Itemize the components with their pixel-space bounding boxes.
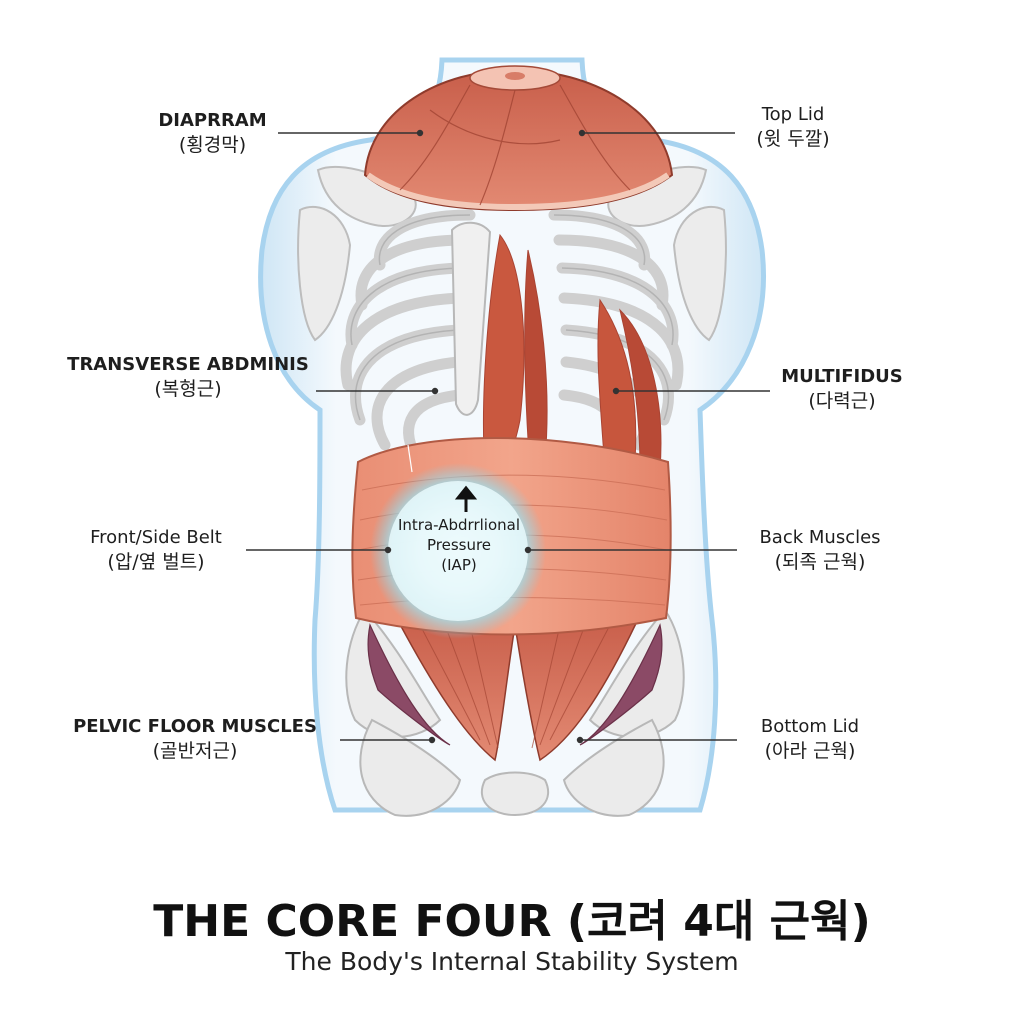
iap-line-3: (IAP) <box>441 556 477 574</box>
label-bottom-lid-en: Bottom Lid <box>760 716 860 737</box>
label-back-muscles-ko: (되족 근웍) <box>774 551 866 573</box>
label-front-side-belt: Front/Side Belt (압/옆 벌트) <box>70 525 242 575</box>
label-multifidus-en: MULTIFIDUS <box>781 366 903 387</box>
diaphragm-dome <box>363 65 674 212</box>
rib-outline <box>350 214 674 421</box>
label-multifidus-ko: (다력근) <box>808 390 876 412</box>
label-bottom-lid: Bottom Lid (아라 근웍) <box>740 714 880 764</box>
label-back-muscles: Back Muscles (되족 근웍) <box>740 525 900 575</box>
label-diaphragm-en: DIAPRRAM <box>158 110 267 131</box>
label-top-lid-ko: (윗 두깔) <box>756 128 830 150</box>
label-front-side-ko: (압/옆 벌트) <box>107 551 205 573</box>
label-multifidus: MULTIFIDUS (다력근) <box>772 364 912 414</box>
label-diaphragm-ko: (횡경막) <box>178 134 247 156</box>
leader-lines <box>246 129 770 744</box>
page-subtitle: The Body's Internal Stability System <box>285 947 739 976</box>
iap-line-1: Intra-Abdrrlional <box>397 516 520 534</box>
label-top-lid-en: Top Lid <box>761 104 825 125</box>
up-arrow-icon <box>454 485 478 512</box>
label-back-muscles-en: Back Muscles <box>759 527 881 548</box>
sternum <box>450 221 492 416</box>
shoulder-bones <box>297 165 727 342</box>
label-front-side-en: Front/Side Belt <box>90 527 222 548</box>
label-pelvic-en: PELVIC FLOOR MUSCLES <box>73 716 317 737</box>
label-transverse: TRANSVERSE ABDMINIS (복형근) <box>62 352 314 402</box>
label-pelvic-ko: (골반저근) <box>152 740 238 762</box>
label-top-lid: Top Lid (윗 두깔) <box>738 102 848 152</box>
iap-glow <box>370 463 546 639</box>
label-diaphragm: DIAPRRAM (횡경막) <box>150 108 275 158</box>
label-bottom-lid-ko: (아라 근웍) <box>764 740 856 762</box>
label-pelvic-floor: PELVIC FLOOR MUSCLES (골반저근) <box>62 714 328 764</box>
label-transverse-ko: (복형근) <box>154 378 222 400</box>
iap-line-2: Pressure <box>426 536 492 554</box>
label-transverse-en: TRANSVERSE ABDMINIS <box>67 354 309 375</box>
iap-label: Intra-Abdrrlional Pressure (IAP) <box>384 515 534 575</box>
page-title: THE CORE FOUR (코려 4대 근웍) <box>153 896 871 947</box>
